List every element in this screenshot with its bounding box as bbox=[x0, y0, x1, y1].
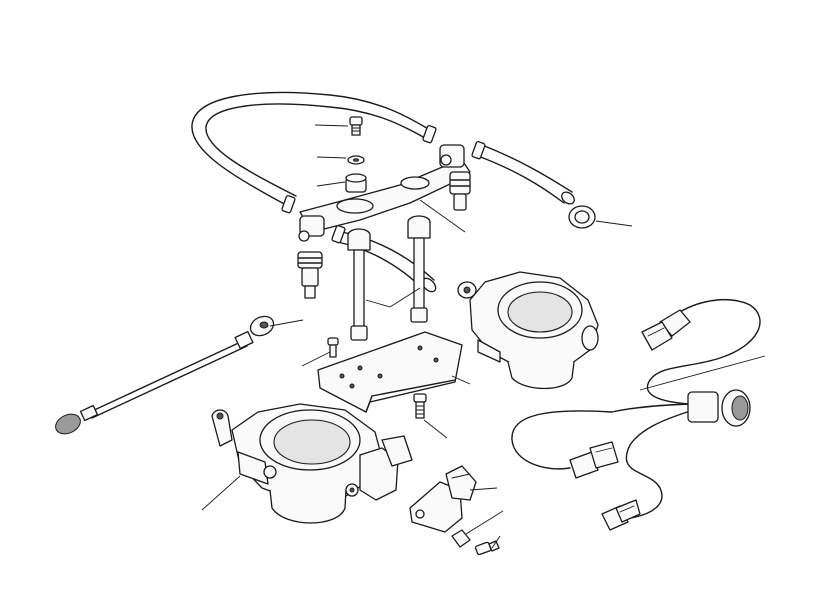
link-rod bbox=[55, 315, 275, 435]
screw bbox=[327, 337, 427, 419]
standoff-bolt bbox=[347, 215, 431, 341]
fuel-hose bbox=[191, 91, 575, 293]
wiring-harness bbox=[511, 299, 761, 531]
screw bbox=[349, 116, 363, 136]
throttle-body-rear bbox=[457, 271, 599, 390]
mounting-plate bbox=[317, 331, 463, 413]
throttle-body-front bbox=[211, 403, 413, 524]
hose-clamp bbox=[568, 205, 596, 229]
leader-lines bbox=[201, 124, 766, 549]
grommet bbox=[345, 173, 367, 193]
washer bbox=[347, 155, 365, 165]
fuel-rail bbox=[297, 144, 471, 299]
throttle-position-sensor bbox=[409, 465, 500, 556]
